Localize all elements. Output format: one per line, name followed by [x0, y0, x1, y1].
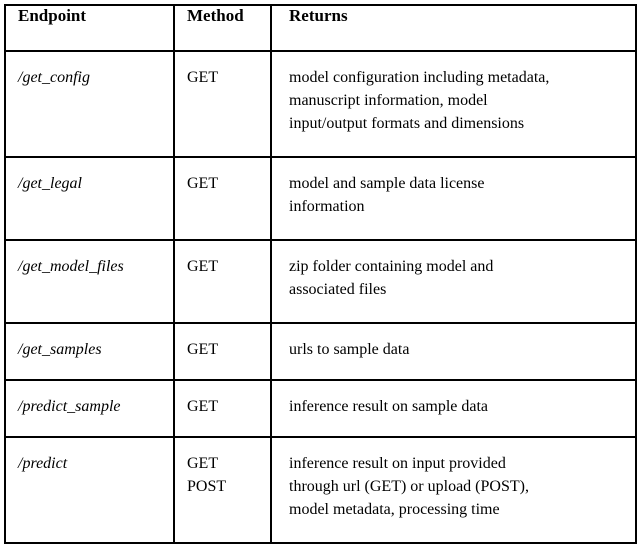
table-row: /get_legal GET model and sample data lic… [4, 156, 637, 241]
api-endpoint-table: Endpoint Method Returns /get_config GET … [4, 4, 637, 544]
cell-endpoint: /get_model_files [4, 239, 175, 324]
cell-endpoint: /get_samples [4, 322, 175, 381]
table-header-row: Endpoint Method Returns [4, 4, 637, 52]
table-row: /get_model_files GET zip folder containi… [4, 239, 637, 324]
cell-returns: model and sample data license informatio… [270, 156, 637, 241]
cell-method: GET [173, 239, 272, 324]
table-header: Endpoint Method Returns [4, 4, 637, 52]
cell-method: GET POST [173, 436, 272, 544]
table-row: /predict GET POST inference result on in… [4, 436, 637, 544]
cell-method: GET [173, 379, 272, 438]
cell-returns: zip folder containing model and associat… [270, 239, 637, 324]
cell-method: GET [173, 322, 272, 381]
table-body: /get_config GET model configuration incl… [4, 50, 637, 544]
column-header-endpoint: Endpoint [4, 4, 175, 52]
cell-returns: model configuration including metadata, … [270, 50, 637, 158]
cell-method: GET [173, 50, 272, 158]
cell-returns: inference result on sample data [270, 379, 637, 438]
cell-method: GET [173, 156, 272, 241]
column-header-returns: Returns [270, 4, 637, 52]
cell-returns: urls to sample data [270, 322, 637, 381]
cell-endpoint: /get_config [4, 50, 175, 158]
api-endpoint-table-container: Endpoint Method Returns /get_config GET … [4, 4, 637, 544]
column-header-method: Method [173, 4, 272, 52]
cell-endpoint: /predict_sample [4, 379, 175, 438]
table-row: /get_samples GET urls to sample data [4, 322, 637, 381]
cell-endpoint: /predict [4, 436, 175, 544]
table-row: /get_config GET model configuration incl… [4, 50, 637, 158]
cell-returns: inference result on input provided throu… [270, 436, 637, 544]
cell-endpoint: /get_legal [4, 156, 175, 241]
table-row: /predict_sample GET inference result on … [4, 379, 637, 438]
